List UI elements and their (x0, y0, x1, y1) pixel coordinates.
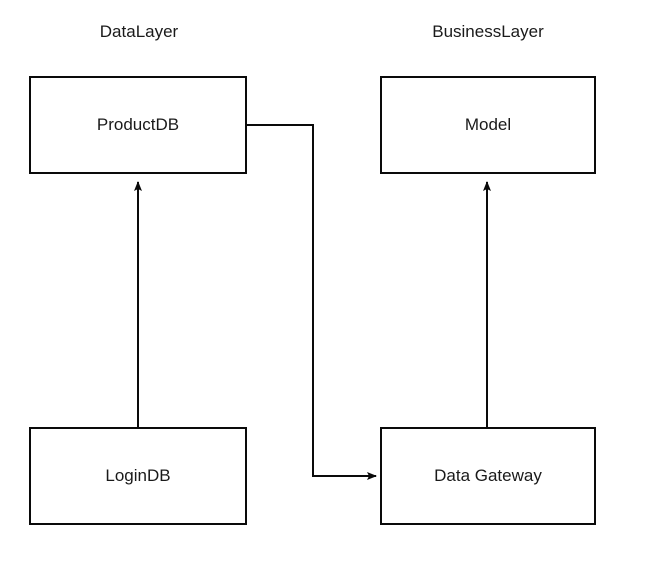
node-label-productdb: ProductDB (96, 115, 180, 134)
connector-productdb-to-datagateway[interactable] (247, 124, 377, 480)
node-label-data-gateway: Data Gateway (434, 466, 542, 485)
layer-label-business-layer: BusinessLayer (432, 22, 544, 41)
node-model[interactable]: Model (380, 76, 596, 174)
node-label-model: Model (464, 115, 512, 134)
node-data-gateway[interactable]: Data Gateway (380, 427, 596, 525)
node-label-logindb: LoginDB (105, 466, 171, 485)
node-productdb[interactable]: ProductDB (29, 76, 247, 174)
layer-label-data-layer: DataLayer (99, 22, 179, 41)
node-logindb[interactable]: LoginDB (29, 427, 247, 525)
